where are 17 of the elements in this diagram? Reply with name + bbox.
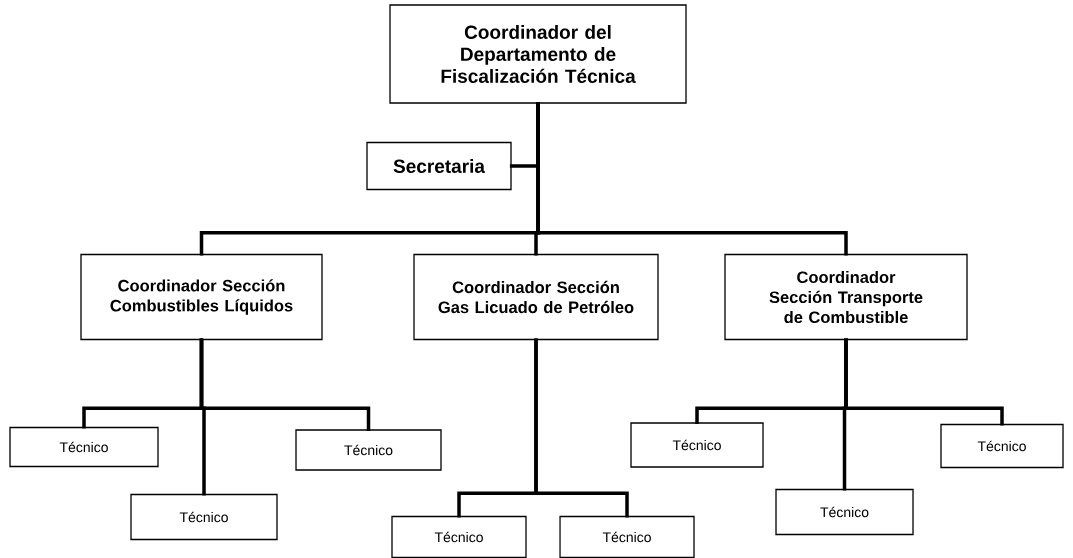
org-box: Técnico	[940, 423, 1064, 469]
connector-line	[199, 338, 371, 432]
connector-line	[844, 338, 1004, 426]
connector-line	[536, 101, 848, 256]
connector-line	[534, 338, 629, 518]
org-box: Técnico	[391, 515, 527, 558]
org-box: Técnico	[559, 515, 695, 558]
org-box: Técnico	[130, 493, 278, 541]
org-box: Coordinador Sección Transporte de Combustible	[724, 253, 968, 341]
org-box: Coordinador del Departamento de Fiscalización Técnica	[389, 4, 687, 104]
org-box: Coordinador Sección Combustibles Líquidos	[80, 253, 323, 341]
org-box: Secretaria	[366, 141, 512, 191]
org-box: Técnico	[295, 429, 442, 471]
org-box: Técnico	[775, 488, 914, 536]
org-box: Técnico	[630, 422, 764, 468]
org-box: Técnico	[9, 426, 159, 468]
org-box: Coordinador Sección Gas Licuado de Petróleo	[413, 253, 659, 341]
